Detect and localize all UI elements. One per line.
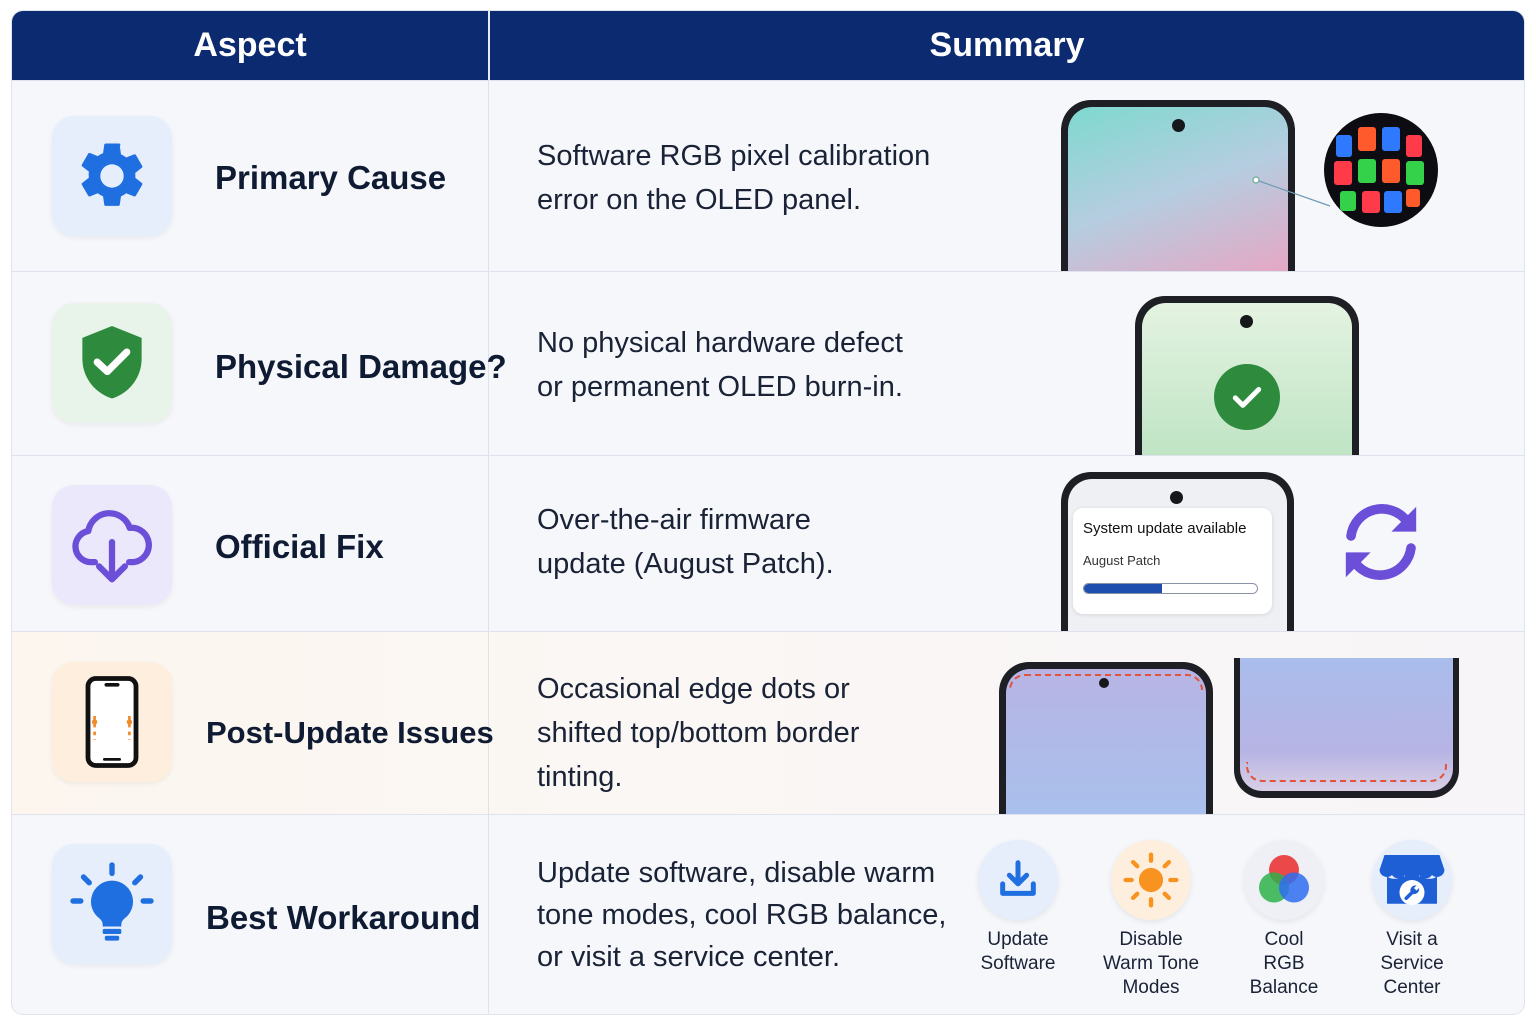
update-progress-bar xyxy=(1083,583,1258,594)
zoom-connector-line xyxy=(1252,176,1331,207)
summary-line: tinting. xyxy=(537,761,623,793)
summary-line: No physical hardware defect xyxy=(537,327,903,359)
recommendation-cool-rgb-balance: Cool RGB Balance xyxy=(1234,840,1334,1000)
update-subtitle: August Patch xyxy=(1083,553,1161,568)
sun-icon xyxy=(1123,852,1179,908)
comparison-table: Aspect Summary Primary Cause Software RG… xyxy=(11,10,1525,1015)
phone-top-edge-illustration xyxy=(999,662,1213,815)
phone-outline-icon xyxy=(85,676,139,768)
refresh-icon xyxy=(1345,504,1417,580)
summary-line: or visit a service center. xyxy=(537,941,840,973)
phone-bottom-edge-illustration xyxy=(1234,658,1459,798)
cloud-download-icon xyxy=(72,510,152,583)
table-row-physical-damage: Physical Damage? No physical hardware de… xyxy=(12,271,1524,456)
download-icon xyxy=(1000,860,1036,896)
store-wrench-icon xyxy=(1379,855,1445,905)
summary-text: Occasional edge dots or shifted top/bott… xyxy=(537,667,859,799)
gear-icon xyxy=(81,143,143,206)
update-title: System update available xyxy=(1083,520,1247,537)
shield-check-icon xyxy=(82,325,142,399)
summary-line: or permanent OLED burn-in. xyxy=(537,371,903,403)
pixel-zoom-icon xyxy=(1324,113,1438,227)
summary-line: shifted top/bottom border xyxy=(537,717,860,749)
aspect-label: Best Workaround xyxy=(206,899,481,936)
table-row-post-update-issues: Post-Update Issues Occasional edge dots … xyxy=(12,631,1524,815)
summary-text: No physical hardware defect or permanent… xyxy=(537,321,903,409)
summary-line: update (August Patch). xyxy=(537,548,834,580)
aspect-label: Official Fix xyxy=(215,528,384,565)
recommendation-label: Update Software xyxy=(980,929,1056,974)
update-card: System update available August Patch xyxy=(1073,508,1272,614)
recommendation-label: Cool RGB Balance xyxy=(1249,929,1319,998)
rgb-circles-icon xyxy=(1259,855,1309,903)
check-circle-icon xyxy=(1214,364,1280,430)
aspect-label: Physical Damage? xyxy=(215,348,507,385)
aspect-label: Primary Cause xyxy=(215,159,447,196)
cloud-icon-tile xyxy=(52,485,172,605)
table-row-best-workaround: Best Workaround Update software, disable… xyxy=(12,814,1524,1014)
table-header: Aspect Summary xyxy=(12,11,1524,80)
summary-text: Software RGB pixel calibration error on … xyxy=(537,134,930,222)
header-aspect: Aspect xyxy=(193,26,307,64)
recommendation-disable-warm-tone: Disable Warm Tone Modes xyxy=(1101,840,1201,1000)
gear-icon-tile xyxy=(52,116,172,236)
phone-illustration: System update available August Patch xyxy=(1061,472,1294,632)
phone-illustration xyxy=(1061,100,1295,272)
summary-line: Over-the-air firmware xyxy=(537,504,811,536)
recommendation-update-software: Update Software xyxy=(968,840,1068,976)
summary-line: error on the OLED panel. xyxy=(537,184,862,216)
table-row-primary-cause: Primary Cause Software RGB pixel calibra… xyxy=(12,80,1524,272)
summary-line: tone modes, cool RGB balance, xyxy=(537,899,947,931)
lightbulb-icon-tile xyxy=(52,844,172,964)
table-row-official-fix: Official Fix Over-the-air firmware updat… xyxy=(12,455,1524,632)
summary-line: Software RGB pixel calibration xyxy=(537,140,931,172)
phone-icon-tile xyxy=(52,662,172,782)
summary-line: Occasional edge dots or xyxy=(537,673,850,705)
update-progress-fill xyxy=(1084,584,1162,593)
recommendation-label: Disable Warm Tone Modes xyxy=(1102,929,1200,998)
recommendation-visit-service-center: Visit a Service Center xyxy=(1362,840,1462,1000)
summary-text: Over-the-air firmware update (August Pat… xyxy=(537,498,834,586)
header-summary: Summary xyxy=(488,11,1524,80)
summary-line: Update software, disable warm xyxy=(537,857,936,889)
shield-icon-tile xyxy=(52,303,172,423)
recommendation-label: Visit a Service Center xyxy=(1380,929,1444,998)
summary-text: Update software, disable warm tone modes… xyxy=(537,852,946,978)
phone-illustration xyxy=(1135,296,1359,456)
aspect-label: Post-Update Issues xyxy=(206,715,494,750)
lightbulb-icon xyxy=(70,862,154,941)
